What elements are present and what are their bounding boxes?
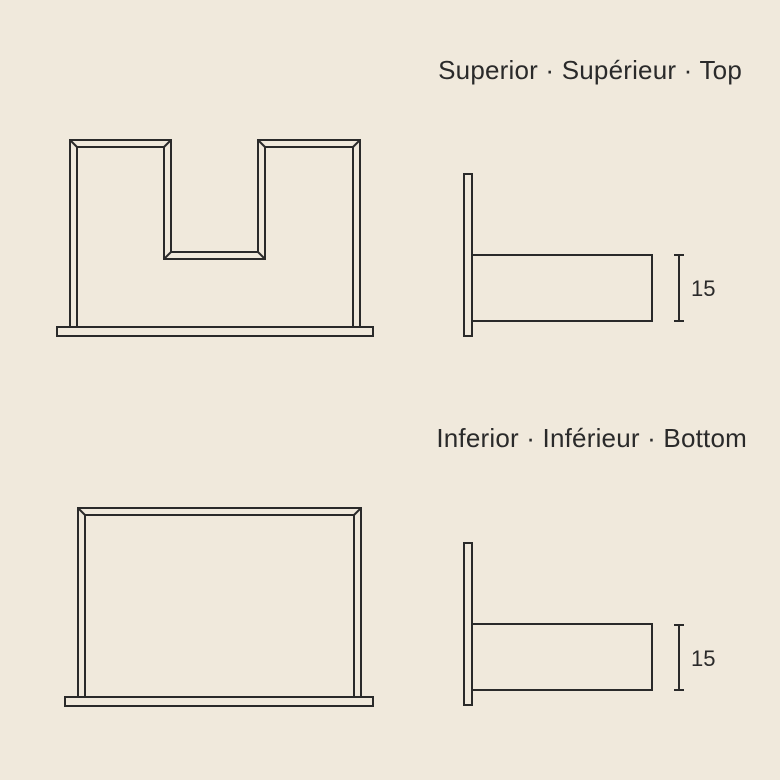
top-front-inner-outline bbox=[76, 146, 354, 327]
section-title-bottom: Inferior · Inférieur · Bottom bbox=[436, 423, 747, 453]
section-title-top: Superior · Supérieur · Top bbox=[438, 55, 742, 85]
top-dimension-line bbox=[674, 254, 684, 322]
bottom-front-outer-outline bbox=[77, 507, 362, 697]
top-front-miter bbox=[257, 251, 266, 260]
dimension-label-top: 15 bbox=[691, 276, 716, 301]
bottom-side-wall-plate bbox=[463, 542, 473, 706]
top-front-miter bbox=[163, 139, 172, 148]
bottom-front-inner-outline bbox=[84, 514, 355, 697]
top-front-miter bbox=[69, 139, 78, 148]
bottom-front-view bbox=[64, 507, 374, 707]
top-side-wall-plate bbox=[463, 173, 473, 337]
bottom-dimension-line bbox=[674, 624, 684, 691]
dimension-label-bottom: 15 bbox=[691, 646, 716, 671]
top-front-outer-outline bbox=[69, 139, 361, 327]
bottom-side-projection bbox=[471, 623, 653, 691]
bottom-side-view bbox=[463, 542, 653, 706]
bottom-front-base-plate bbox=[64, 696, 374, 707]
top-front-miter bbox=[163, 251, 172, 260]
top-side-projection bbox=[471, 254, 653, 322]
top-front-view bbox=[56, 139, 374, 337]
top-front-miter bbox=[352, 139, 361, 148]
top-front-miter bbox=[257, 139, 266, 148]
top-side-view bbox=[463, 173, 653, 337]
bottom-front-miter bbox=[353, 507, 362, 516]
top-front-base-plate bbox=[56, 326, 374, 337]
bottom-front-miter bbox=[77, 507, 86, 516]
